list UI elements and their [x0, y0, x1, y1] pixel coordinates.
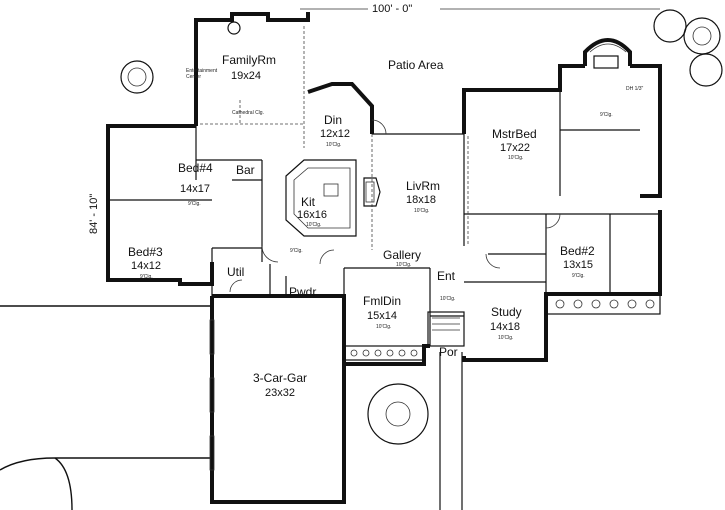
depth-dimension: 84' - 10" — [88, 194, 100, 234]
room-por-name: Por — [439, 345, 458, 359]
room-patio-name: Patio Area — [388, 58, 444, 72]
master-bath-bay — [583, 38, 632, 69]
room-mstrbed-ceiling: 10'Clg. — [508, 155, 523, 161]
room-livrm-name: LivRm — [406, 179, 440, 193]
room-fmldin: FmlDin 15x14 10'Clg. — [363, 294, 401, 330]
room-pwdr: Pwdr — [289, 285, 316, 299]
room-bed3: Bed#3 14x12 9'Clg. — [128, 245, 163, 280]
room-pwdr-name: Pwdr — [289, 285, 316, 299]
room-bed2: Bed#2 13x15 9'Clg. — [560, 244, 595, 279]
room-util: Util 9'Clg. — [227, 248, 303, 279]
room-kit-name: Kit — [301, 195, 316, 209]
room-mstrbed-size: 17x22 — [500, 142, 530, 154]
room-fmldin-ceiling: 10'Clg. — [376, 324, 391, 330]
room-livrm-ceiling: 10'Clg. — [414, 208, 429, 214]
room-din-name: Din — [324, 113, 342, 127]
front-walkway — [439, 352, 463, 510]
room-bed2-name: Bed#2 — [560, 244, 595, 258]
room-bed3-size: 14x12 — [131, 260, 161, 272]
room-gallery: Gallery 10'Clg. — [383, 248, 421, 268]
room-bar: Bar — [236, 163, 255, 177]
room-util-name: Util — [227, 265, 244, 279]
room-ent-ceiling: 10'Clg. — [440, 296, 455, 302]
room-bed4-ceiling: 9'Clg. — [188, 201, 201, 207]
room-garage: 3-Car-Gar 23x32 — [253, 371, 307, 399]
interior-walls — [108, 90, 660, 346]
room-study: Study 14x18 10'Clg. — [490, 305, 522, 341]
room-din: Din 12x12 10'Clg. — [320, 113, 350, 148]
room-util-ceiling: 9'Clg. — [290, 248, 303, 254]
garage-doors — [209, 319, 215, 471]
room-bed4-name: Bed#4 — [178, 161, 213, 175]
room-mstrbed-bath-ceiling: DH 1/3" — [626, 86, 644, 92]
room-ent-name: Ent — [437, 269, 456, 283]
room-familyrm-size: 19x24 — [231, 70, 261, 82]
room-mstrbed-name: MstrBed — [492, 127, 537, 141]
room-fmldin-name: FmlDin — [363, 294, 401, 308]
room-bed3-name: Bed#3 — [128, 245, 163, 259]
room-kit: Kit 16x16 10'Clg. — [297, 195, 327, 228]
width-dimension-label: 100' - 0" — [372, 3, 412, 15]
room-bar-name: Bar — [236, 163, 255, 177]
room-bed4: Bed#4 14x17 9'Clg. — [178, 161, 213, 207]
room-study-size: 14x18 — [490, 321, 520, 333]
ceiling-lines — [200, 26, 469, 250]
room-mstrbed-tub-ceiling: 9'Clg. — [600, 112, 613, 118]
room-livrm: LivRm 18x18 10'Clg. — [406, 179, 440, 214]
planter-boxes — [343, 293, 661, 361]
width-dimension: 100' - 0" — [300, 3, 660, 15]
room-study-name: Study — [491, 305, 522, 319]
kitchen-island — [285, 159, 357, 237]
room-garage-name: 3-Car-Gar — [253, 371, 307, 385]
room-mstrbed: MstrBed 17x22 10'Clg. 9'Clg. DH 1/3" — [492, 86, 644, 161]
fireplace — [363, 177, 381, 207]
room-familyrm: FamilyRm 19x24 Entertainment Center Cath… — [186, 53, 276, 116]
room-din-size: 12x12 — [320, 128, 350, 140]
depth-dimension-label: 84' - 10" — [88, 194, 100, 234]
room-bed3-ceiling: 9'Clg. — [140, 274, 153, 280]
room-bed2-size: 13x15 — [563, 259, 593, 271]
room-familyrm-name: FamilyRm — [222, 53, 276, 67]
room-livrm-size: 18x18 — [406, 194, 436, 206]
driveway — [0, 305, 210, 510]
room-kit-size: 16x16 — [297, 209, 327, 221]
room-familyrm-ceiling: Cathedral Clg. — [232, 110, 264, 116]
room-por: Por — [439, 345, 458, 359]
room-gallery-ceiling: 10'Clg. — [396, 262, 411, 268]
room-din-ceiling: 10'Clg. — [326, 142, 341, 148]
room-bed2-ceiling: 9'Clg. — [572, 273, 585, 279]
room-study-ceiling: 10'Clg. — [498, 335, 513, 341]
room-familyrm-note2: Center — [186, 74, 201, 80]
door-swings — [229, 119, 561, 293]
room-kit-ceiling: 10'Clg. — [306, 222, 321, 228]
room-patio: Patio Area — [388, 58, 444, 72]
room-bed4-size: 14x17 — [180, 183, 210, 195]
room-ent: Ent 10'Clg. — [437, 269, 456, 302]
landscape-trees — [120, 9, 723, 445]
room-fmldin-size: 15x14 — [367, 310, 397, 322]
room-familyrm-note1: Entertainment — [186, 68, 218, 74]
entry-stairs — [427, 311, 465, 347]
room-gallery-name: Gallery — [383, 248, 421, 262]
room-garage-size: 23x32 — [265, 387, 295, 399]
